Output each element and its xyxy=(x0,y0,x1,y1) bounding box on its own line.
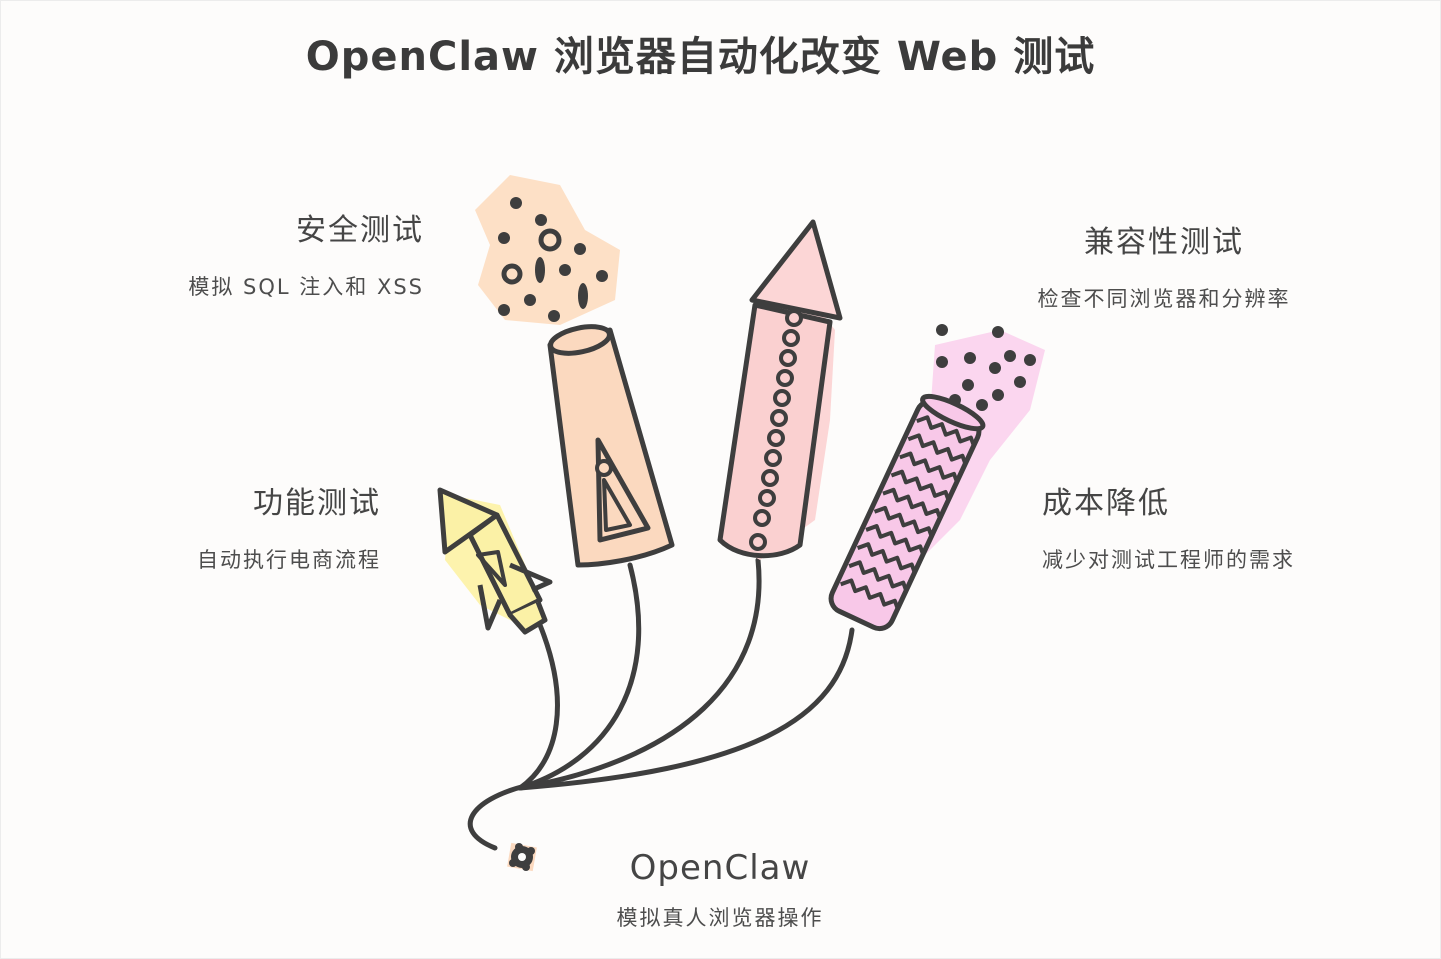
label-functional: 功能测试 自动执行电商流程 xyxy=(197,478,381,574)
pink-rocket-dots xyxy=(749,309,803,551)
label-openclaw-desc: 模拟真人浏览器操作 xyxy=(616,906,824,930)
label-security: 安全测试 模拟 SQL 注入和 XSS xyxy=(188,205,424,301)
diagram-title: OpenClaw 浏览器自动化改变 Web 测试 xyxy=(305,34,1096,80)
pink-rocket xyxy=(717,219,843,560)
fuse-lines xyxy=(467,557,855,851)
label-cost: 成本降低 减少对测试工程师的需求 xyxy=(1042,478,1295,574)
label-functional-heading: 功能测试 xyxy=(253,486,381,521)
label-cost-desc: 减少对测试工程师的需求 xyxy=(1042,548,1295,572)
label-cost-heading: 成本降低 xyxy=(1042,486,1170,521)
label-functional-desc: 自动执行电商流程 xyxy=(197,548,381,572)
label-compatibility-desc: 检查不同浏览器和分辨率 xyxy=(1037,287,1291,311)
fuse-peach xyxy=(517,562,642,791)
fuse-magenta xyxy=(517,627,855,791)
label-compatibility-heading: 兼容性测试 xyxy=(1084,225,1244,260)
spark-icon xyxy=(507,842,537,872)
label-compatibility: 兼容性测试 检查不同浏览器和分辨率 xyxy=(1014,217,1314,313)
yellow-rocket xyxy=(437,487,553,635)
fuse-yellow xyxy=(517,622,560,791)
fuse-tail xyxy=(467,783,528,851)
label-security-desc: 模拟 SQL 注入和 XSS xyxy=(188,275,424,299)
peach-firework xyxy=(475,175,675,568)
label-openclaw-heading: OpenClaw xyxy=(629,848,811,888)
magenta-burst-dots xyxy=(936,324,1036,411)
label-openclaw: OpenClaw 模拟真人浏览器操作 xyxy=(570,848,870,932)
label-security-heading: 安全测试 xyxy=(296,213,424,248)
magenta-firework xyxy=(828,324,1045,632)
fuse-pink xyxy=(517,557,762,791)
peach-burst-dots xyxy=(498,197,608,322)
